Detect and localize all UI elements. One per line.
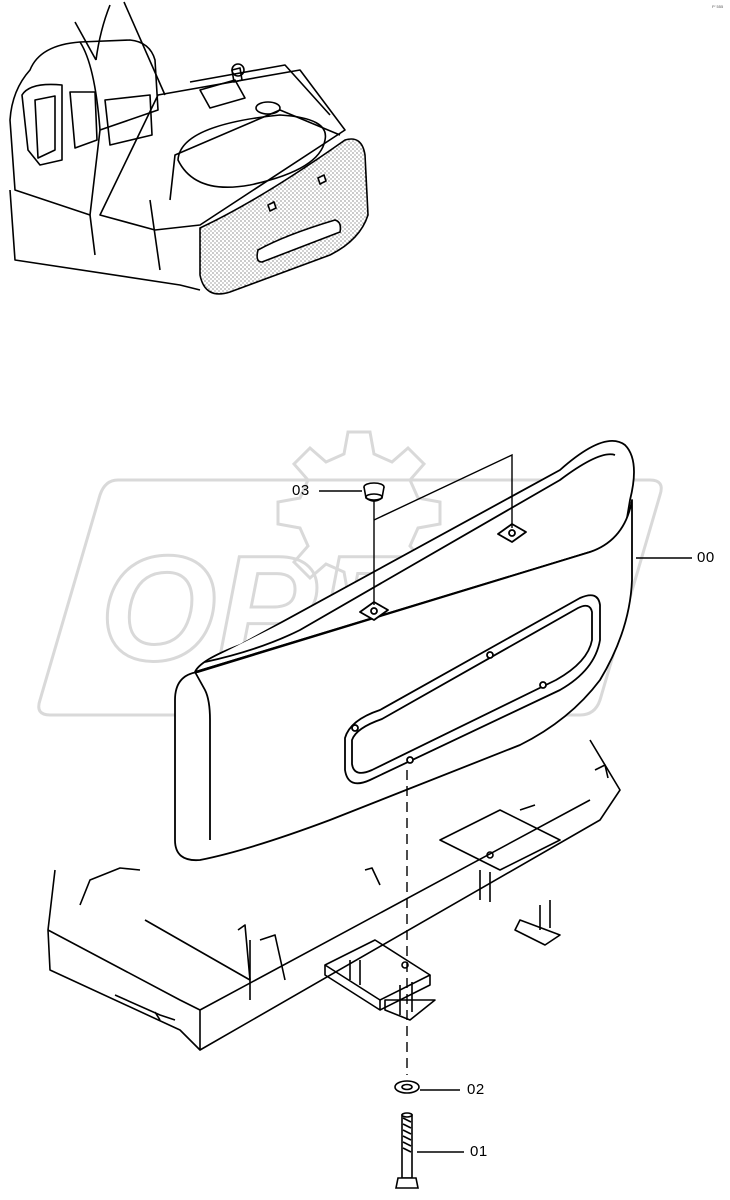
- callout-00: 00: [697, 549, 715, 566]
- callout-02: 02: [467, 1081, 485, 1098]
- washer-icon: [394, 1080, 420, 1094]
- frame-structure: [47, 739, 621, 1051]
- counterweight-part: [174, 440, 635, 862]
- engine-hood: [99, 69, 346, 231]
- counterweight-overview: [199, 138, 369, 295]
- callout-01: 01: [470, 1143, 488, 1160]
- mount-plate-right: [439, 809, 561, 871]
- bolt-icon: [395, 1112, 419, 1189]
- cab: [9, 39, 159, 216]
- cap-plug-icon: [363, 482, 385, 502]
- excavator-overview: [9, 1, 369, 295]
- callout-03: 03: [292, 482, 310, 499]
- watermark-frame: [37, 478, 663, 717]
- corner-mark: P’ 555: [712, 4, 724, 9]
- counterweight-front: [174, 499, 633, 862]
- hardware: [363, 482, 420, 1189]
- mount-plate-left: [324, 939, 431, 1001]
- leader-lines: [319, 453, 692, 1153]
